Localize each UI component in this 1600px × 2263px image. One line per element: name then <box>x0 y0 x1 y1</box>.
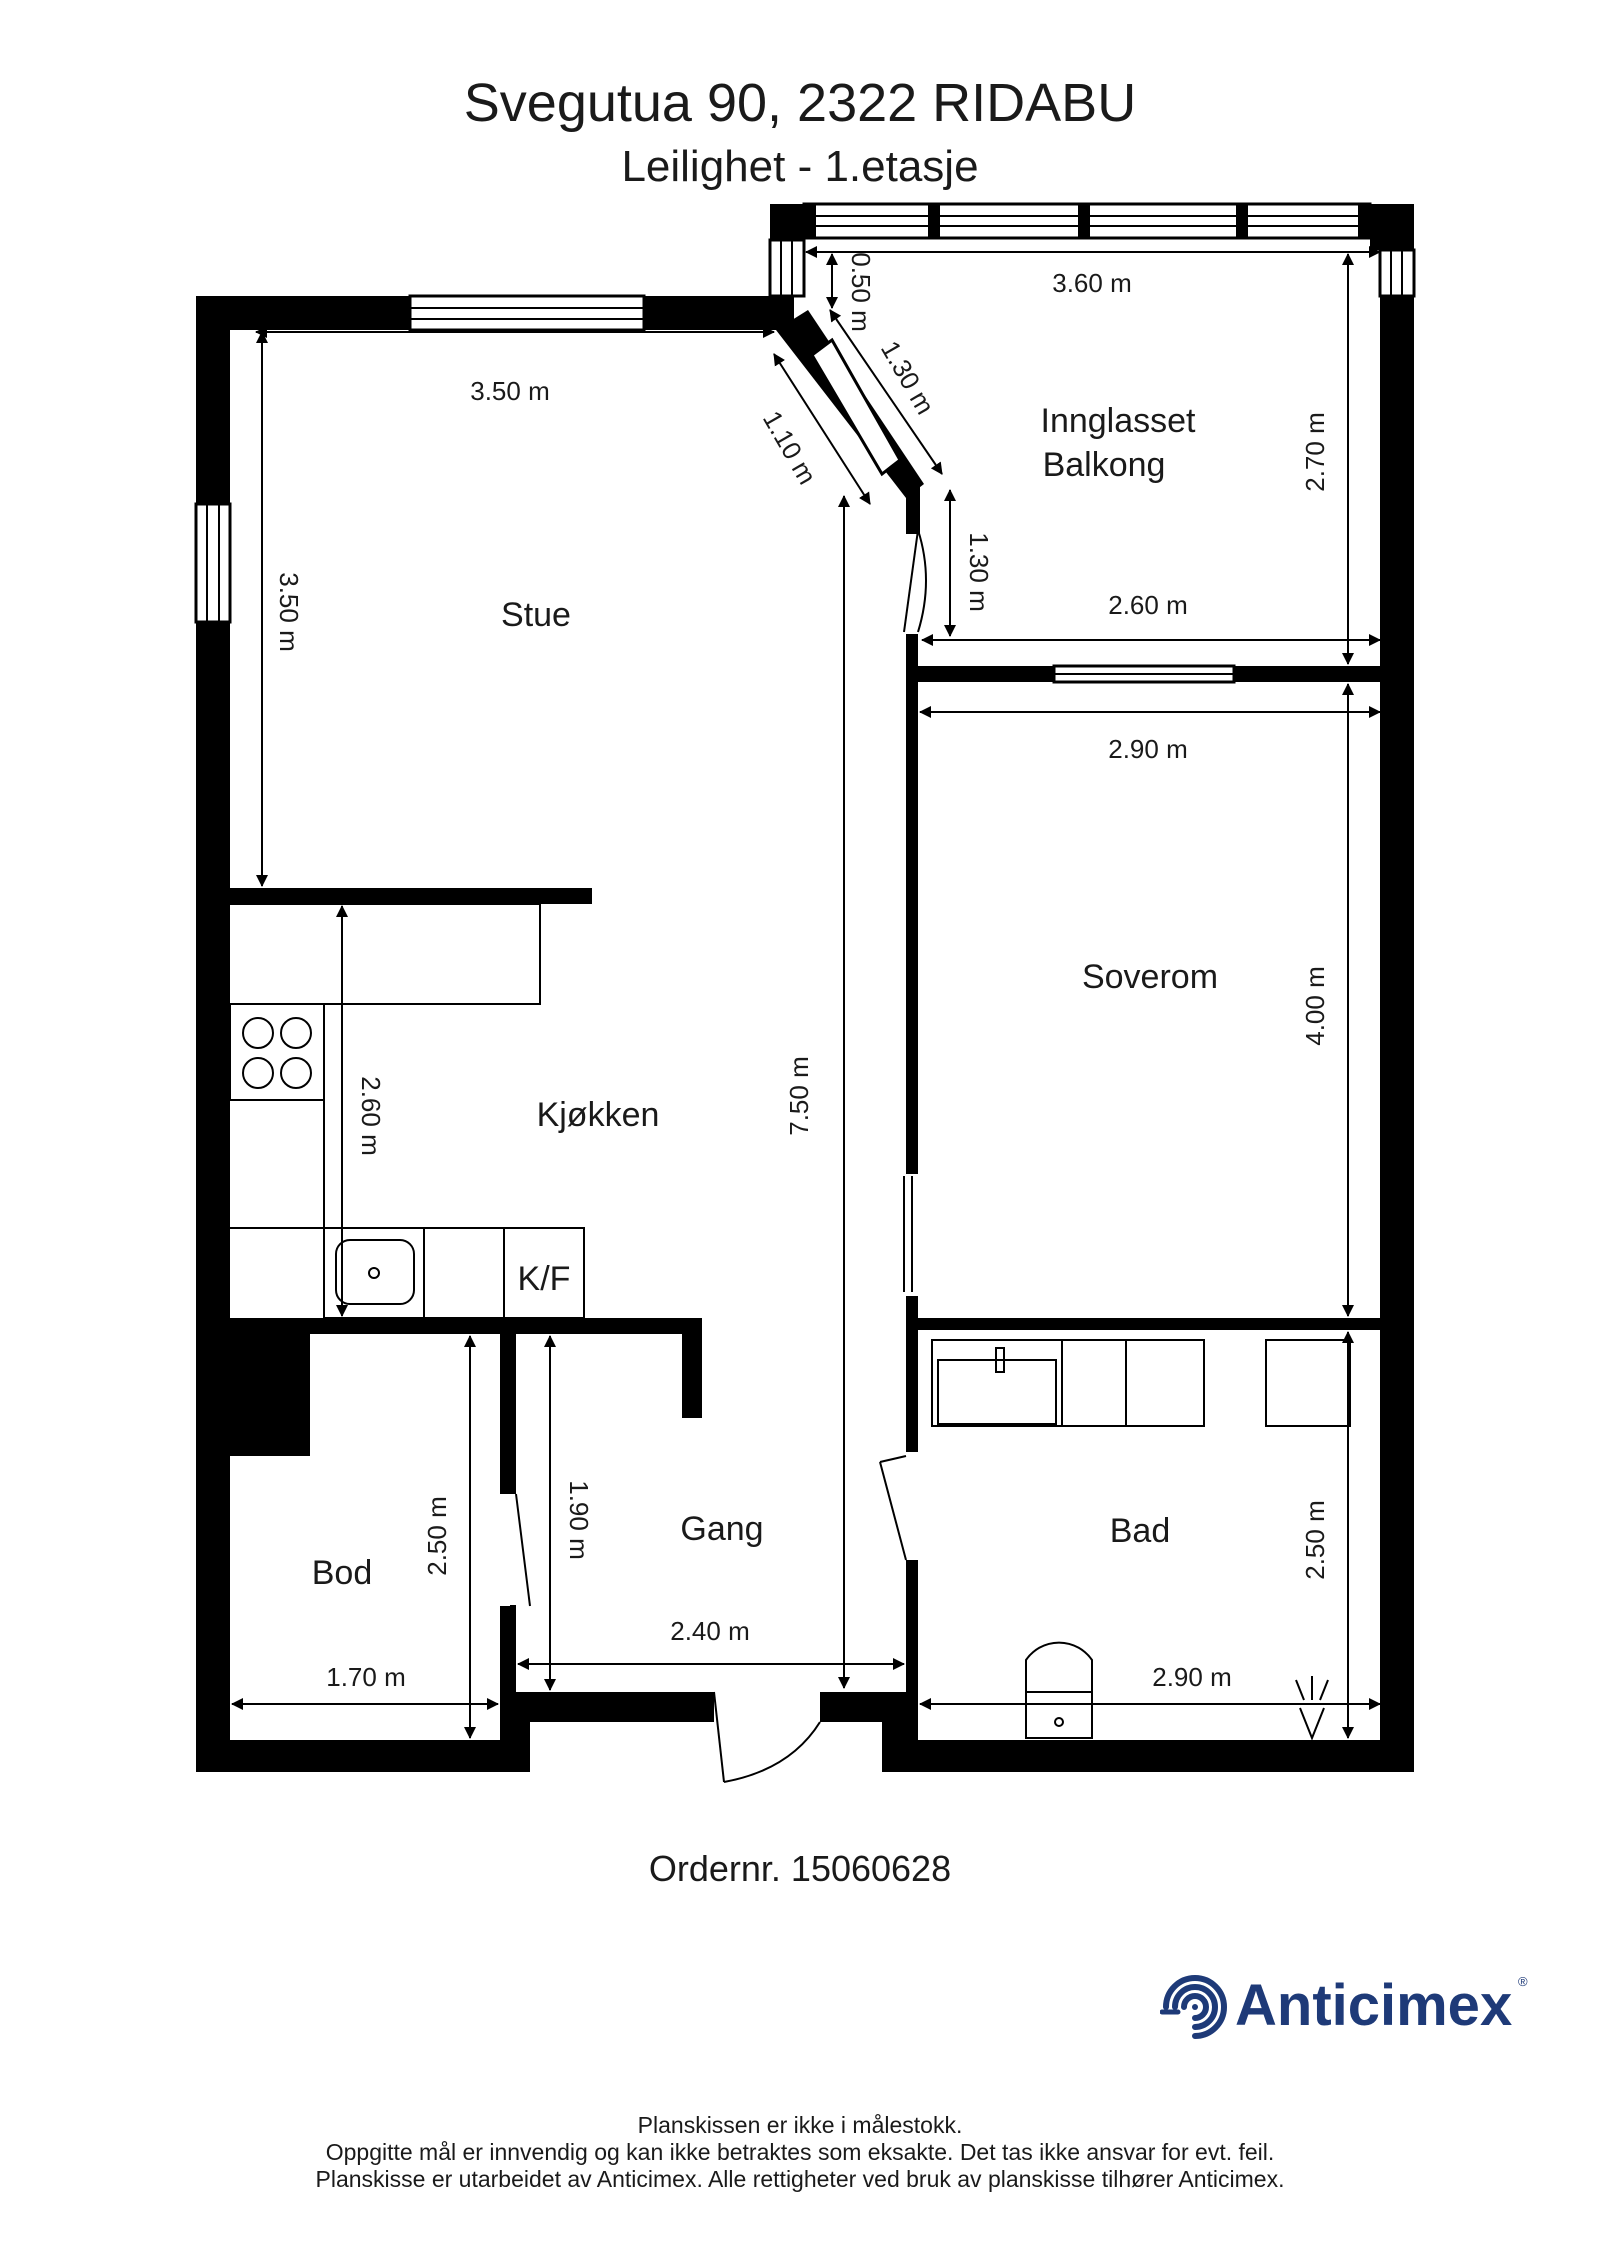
room-labels: Stue Kjøkken Innglasset Balkong Soverom … <box>312 402 1218 1592</box>
dim-bod-width: 1.70 m <box>326 1662 406 1692</box>
dim-balkong-width: 3.60 m <box>1052 268 1132 298</box>
exterior-walls <box>194 202 1416 1772</box>
room-balkong-line1: Innglasset <box>1041 402 1197 440</box>
anticimex-logo: Anticimex ® <box>1160 1968 1540 2048</box>
kitchen-fixtures <box>229 903 585 1319</box>
dim-stue-width: 3.50 m <box>470 376 550 406</box>
room-kjokken: Kjøkken <box>537 1096 660 1134</box>
kf-label: K/F <box>518 1260 571 1298</box>
registered-mark: ® <box>1518 1974 1528 1989</box>
doors <box>510 529 927 1783</box>
interior-walls <box>230 634 1380 1740</box>
disclaimer-line-3: Planskisse er utarbeidet av Anticimex. A… <box>315 2166 1285 2192</box>
dim-balkong-small: 0.50 m <box>846 252 876 332</box>
dim-soverom-width: 2.90 m <box>1108 734 1188 764</box>
dim-balkong-side: 1.30 m <box>964 532 994 612</box>
dimension-lines <box>231 246 1381 1739</box>
dim-balkong-inner-width: 2.60 m <box>1108 590 1188 620</box>
logo-wordmark: Anticimex <box>1235 1973 1513 2038</box>
floor-subtitle: Leilighet - 1.etasje <box>621 142 979 191</box>
dim-stue-depth: 3.50 m <box>274 572 304 652</box>
room-bod: Bod <box>312 1554 373 1592</box>
disclaimer-line-1: Planskissen er ikke i målestokk. <box>637 2112 963 2138</box>
anticimex-swirl-icon <box>1160 1975 1227 2039</box>
dim-gang-width: 2.40 m <box>670 1616 750 1646</box>
floor-plan: Stue Kjøkken Innglasset Balkong Soverom … <box>194 202 1416 1783</box>
room-soverom: Soverom <box>1082 958 1218 996</box>
dim-gang-depth: 1.90 m <box>564 1480 594 1560</box>
disclaimer-line-2: Oppgitte mål er innvendig og kan ikke be… <box>325 2139 1275 2165</box>
dim-bad-depth: 2.50 m <box>1300 1500 1330 1580</box>
dim-bod-depth: 2.50 m <box>422 1496 452 1576</box>
order-number: Ordernr. 15060628 <box>648 1848 952 1889</box>
room-balkong-line2: Balkong <box>1043 446 1166 484</box>
dim-bad-width: 2.90 m <box>1152 1662 1232 1692</box>
dim-balkong-depth: 2.70 m <box>1300 412 1330 492</box>
dim-balkong-diag: 1.30 m <box>875 336 941 420</box>
room-bad: Bad <box>1110 1512 1171 1550</box>
dim-kjokken-depth: 2.60 m <box>356 1076 386 1156</box>
room-stue: Stue <box>501 596 571 634</box>
dim-soverom-depth: 4.00 m <box>1300 966 1330 1046</box>
address-title: Svegutua 90, 2322 RIDABU <box>463 73 1137 133</box>
dim-stue-diag: 1.10 m <box>757 406 823 490</box>
room-gang: Gang <box>680 1510 763 1548</box>
dim-total-depth: 7.50 m <box>784 1056 814 1136</box>
